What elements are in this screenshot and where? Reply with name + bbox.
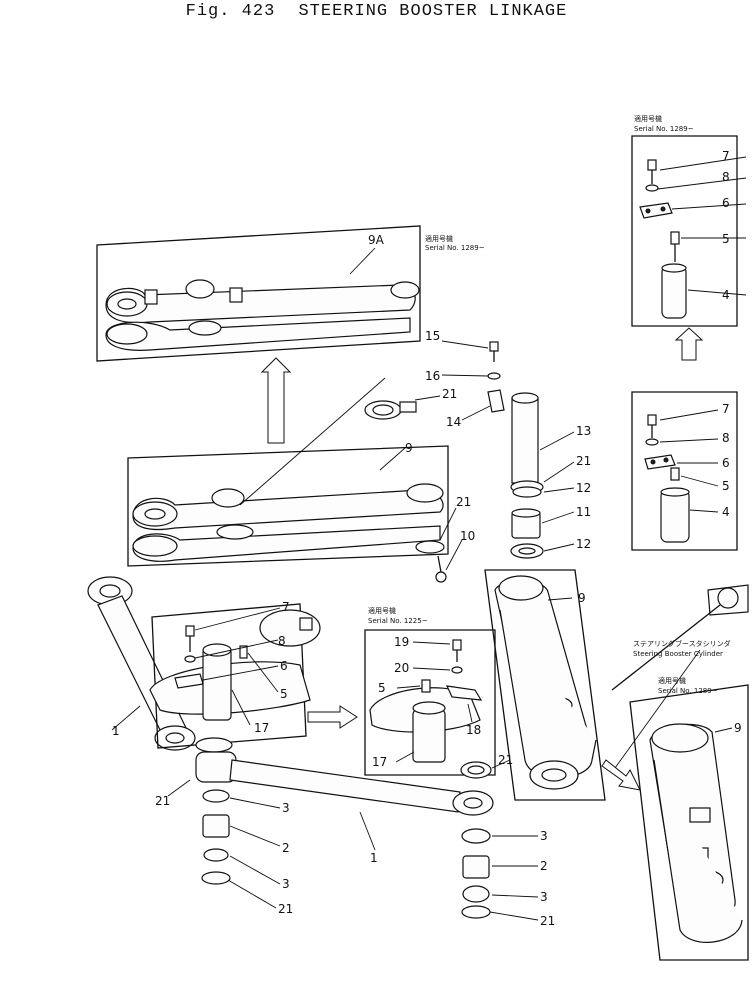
figure-title: Fig. 423 STEERING BOOSTER LINKAGE <box>0 2 753 21</box>
inset-valve-1225: 適用号機 Serial No. 1225~ <box>364 606 496 776</box>
callout-19: 19 <box>394 635 409 649</box>
upgrade-arrow-right <box>674 327 704 361</box>
figure-number: Fig. 423 <box>185 2 276 21</box>
serial-note: Serial No. 1289~ <box>658 687 718 695</box>
inset-cylinder-standard <box>631 391 738 551</box>
callout-7: 7 <box>282 600 290 614</box>
callout-6: 6 <box>722 196 730 210</box>
callout-8: 8 <box>722 170 730 184</box>
callout-2: 2 <box>282 841 290 855</box>
upgrade-arrow-1225 <box>307 705 358 729</box>
inset-arm-9-lower <box>484 569 606 801</box>
callout-17: 17 <box>254 721 269 735</box>
serial-note-jp: 適用号機 <box>368 606 396 615</box>
serial-note: Serial No. 1289~ <box>425 244 485 252</box>
inset-arm-9A: 適用号機 Serial No. 1289~ <box>96 225 485 362</box>
cylinder-label: Steering Booster Cylinder <box>633 650 723 658</box>
callout-21: 21 <box>576 454 591 468</box>
callout-21: 21 <box>540 914 555 928</box>
callout-6: 6 <box>280 659 288 673</box>
pin-10 <box>415 507 463 583</box>
tie-rod-lower <box>229 759 494 851</box>
cylinder-label-jp: ステアリングブースタシリンダ <box>633 639 731 648</box>
callout-6: 6 <box>722 456 730 470</box>
steering-booster-cylinder: ステアリングブースタシリンダ Steering Booster Cylinder <box>611 584 749 769</box>
callout-11: 11 <box>576 505 591 519</box>
pivot-stack-left <box>167 737 281 909</box>
callout-3: 3 <box>540 890 548 904</box>
callout-10: 10 <box>460 529 475 543</box>
callout-9A: 9A <box>368 233 385 247</box>
callout-8: 8 <box>722 431 730 445</box>
callout-8: 8 <box>278 634 286 648</box>
callout-4: 4 <box>722 505 730 519</box>
callout-5: 5 <box>280 687 288 701</box>
callout-7: 7 <box>722 149 730 163</box>
callout-21: 21 <box>155 794 170 808</box>
callout-4: 4 <box>722 288 730 302</box>
shaft-stack <box>510 392 575 559</box>
serial-note: Serial No. 1225~ <box>368 617 428 625</box>
callout-21: 21 <box>278 902 293 916</box>
upgrade-arrow-left <box>260 357 292 444</box>
callout-20: 20 <box>394 661 409 675</box>
callout-9: 9 <box>578 591 586 605</box>
inset-arm-9 <box>127 377 449 567</box>
callout-12: 12 <box>576 481 591 495</box>
callout-18: 18 <box>466 723 481 737</box>
callout-15: 15 <box>425 329 440 343</box>
figure-name: STEERING BOOSTER LINKAGE <box>298 2 568 21</box>
tie-rod-left <box>87 576 196 751</box>
callout-14: 14 <box>446 415 461 429</box>
callout-3: 3 <box>540 829 548 843</box>
serial-note-jp: 適用号機 <box>658 676 686 685</box>
callout-1: 1 <box>370 851 378 865</box>
callout-2: 2 <box>540 859 548 873</box>
callout-3: 3 <box>282 801 290 815</box>
serial-note-jp: 適用号機 <box>634 114 662 123</box>
callout-3: 3 <box>282 877 290 891</box>
callout-13: 13 <box>576 424 591 438</box>
upgrade-arrow-diagonal <box>601 759 641 791</box>
callout-9: 9 <box>734 721 742 735</box>
callout-16: 16 <box>425 369 440 383</box>
callout-12: 12 <box>576 537 591 551</box>
callout-21: 21 <box>498 753 513 767</box>
callout-9: 9 <box>405 441 413 455</box>
pivot-stack-center <box>460 759 539 921</box>
inset-arm-9-1289: 適用号機 Serial No. 1289~ <box>629 676 749 961</box>
callout-21: 21 <box>442 387 457 401</box>
callout-1: 1 <box>112 724 120 738</box>
callout-5: 5 <box>378 681 386 695</box>
fasteners-upper-center <box>364 340 505 421</box>
callout-5: 5 <box>722 232 730 246</box>
callout-7: 7 <box>722 402 730 416</box>
serial-note-jp: 適用号機 <box>425 234 453 243</box>
callout-5: 5 <box>722 479 730 493</box>
callout-17: 17 <box>372 755 387 769</box>
serial-note: Serial No. 1289~ <box>634 125 694 133</box>
inset-cylinder-1289: 適用号機 Serial No. 1289~ <box>631 114 747 327</box>
inset-valve-standard <box>149 603 321 749</box>
callout-21: 21 <box>456 495 471 509</box>
